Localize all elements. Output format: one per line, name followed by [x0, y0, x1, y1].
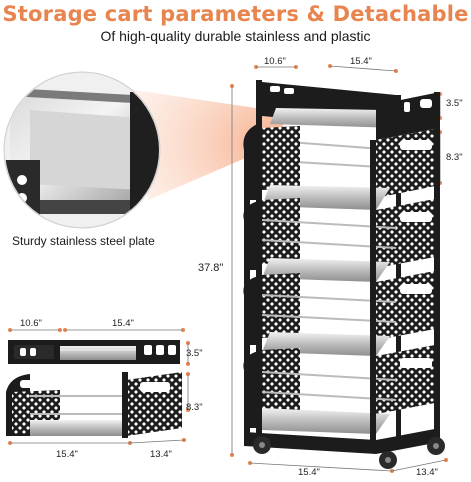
detail-bottom-basket — [6, 372, 189, 444]
main-top-height-label: 3.5" — [446, 98, 463, 109]
main-bottom-width-label: 15.4" — [298, 467, 320, 478]
detail-top-height-label: 3.5" — [186, 348, 203, 359]
main-bottom-depth-label: 13.4" — [416, 467, 438, 478]
main-depth-label: 15.4" — [350, 56, 372, 67]
cart-tier-3 — [243, 198, 440, 282]
cart-tier-4 — [243, 270, 440, 356]
plate-caption: Sturdy stainless steel plate — [12, 234, 155, 248]
detail-top-depth-label: 15.4" — [112, 318, 134, 329]
detail-bottom-width-label: 15.4" — [56, 449, 78, 460]
cart-tier-5 — [243, 344, 440, 434]
detail-bottom-height-label: 8.3" — [186, 402, 203, 413]
detail-top-width-label: 10.6" — [20, 318, 42, 329]
page-subtitle: Of high-quality durable stainless and pl… — [100, 28, 371, 44]
main-cart — [243, 80, 445, 469]
page-title: Storage cart parameters & Detachable — [2, 2, 469, 26]
cart-wheels — [253, 436, 445, 469]
detail-bottom-depth-label: 13.4" — [150, 449, 172, 460]
main-total-height-label: 37.8" — [198, 262, 224, 274]
detail-top-basket — [8, 329, 189, 364]
main-width-label: 10.6" — [264, 56, 286, 67]
main-tier-height-label: 8.3" — [446, 152, 463, 163]
plate-closeup — [3, 71, 161, 229]
callout-beam — [120, 88, 283, 200]
cart-tier-2 — [244, 126, 440, 210]
